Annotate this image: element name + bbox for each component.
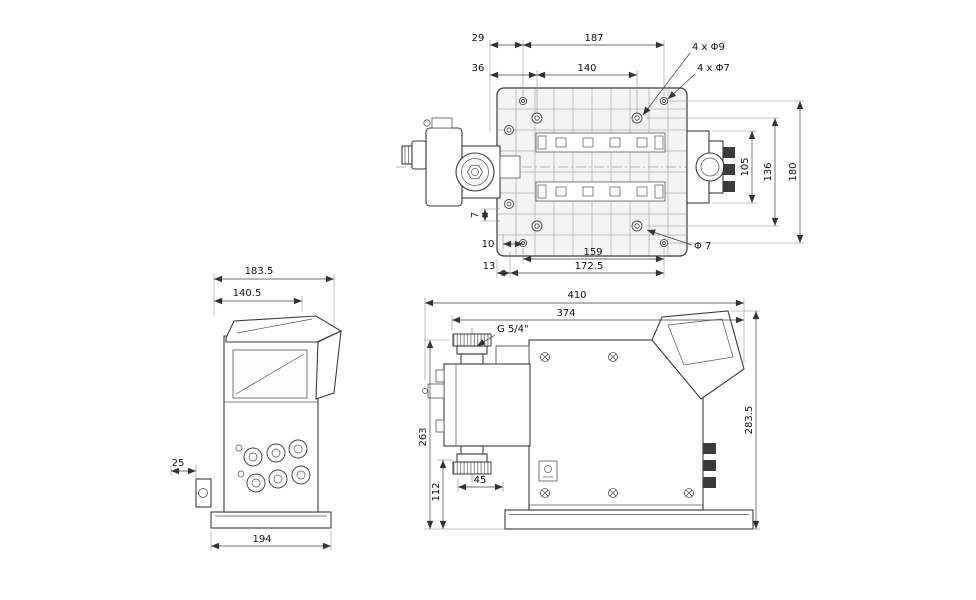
pump-top-view	[401, 117, 735, 209]
pump-head-side	[422, 328, 531, 482]
label-thread-g54: G 5/4"	[497, 324, 529, 335]
front-base	[210, 511, 332, 529]
wall-bracket	[195, 478, 212, 508]
side-base	[504, 509, 754, 530]
label-holes-dia7: 4 x Φ7	[697, 63, 730, 74]
upper-rail	[535, 132, 666, 153]
plate-holes	[518, 96, 669, 248]
dim-45: 45	[474, 475, 487, 486]
top-view: 29 187 36 140 4 x Φ9 4 x Φ7 105 136 180 …	[396, 33, 804, 278]
front-head-connections	[235, 439, 311, 493]
dim-187: 187	[584, 33, 603, 44]
lower-rail	[535, 181, 666, 202]
top-union-nut	[452, 333, 492, 347]
side-view: 410 374 G 5/4" 263 112 45 283.5	[418, 290, 760, 530]
terminal-connector	[723, 147, 735, 158]
end-cap	[695, 152, 725, 182]
side-connectors	[703, 443, 716, 488]
top-view-dimensions: 29 187 36 140 4 x Φ9 4 x Φ7 105 136 180 …	[470, 33, 804, 278]
bottom-union-nut	[452, 461, 492, 475]
dim-136: 136	[763, 162, 774, 181]
label-dia-7: Φ 7	[694, 241, 711, 252]
relief-valve-detail	[538, 460, 558, 482]
dim-112: 112	[431, 482, 442, 501]
dim-105: 105	[740, 157, 751, 176]
dim-10: 10	[482, 239, 495, 250]
dim-410: 410	[567, 290, 586, 301]
dim-283-5: 283.5	[744, 406, 755, 435]
head-valve	[427, 383, 445, 399]
dim-374: 374	[556, 308, 575, 319]
front-top-cap	[225, 315, 343, 343]
terminal-connector	[723, 164, 735, 175]
front-view-dimensions: 183.5 140.5 25 194	[170, 266, 335, 551]
dim-183-5: 183.5	[245, 266, 274, 277]
side-body	[528, 339, 704, 511]
dim-7: 7	[470, 212, 481, 218]
dim-140: 140	[577, 63, 596, 74]
dim-29: 29	[472, 33, 485, 44]
dim-180: 180	[788, 162, 799, 181]
dim-36: 36	[472, 63, 485, 74]
dim-13: 13	[483, 261, 496, 272]
dosing-head	[443, 363, 531, 447]
dim-263: 263	[418, 427, 429, 446]
label-holes-dia9: 4 x Φ9	[692, 42, 725, 53]
dim-194: 194	[252, 534, 271, 545]
dim-25: 25	[172, 458, 185, 469]
mounting-plate	[496, 87, 688, 257]
dim-140-5: 140.5	[233, 288, 262, 299]
housing-screws	[540, 352, 694, 498]
front-view: 183.5 140.5 25 194	[170, 266, 343, 551]
dim-172-5: 172.5	[575, 261, 604, 272]
cable-gland	[401, 145, 413, 165]
side-view-dimensions: 410 374 G 5/4" 263 112 45 283.5	[418, 290, 760, 530]
dim-159: 159	[583, 247, 602, 258]
terminal-connector	[723, 181, 735, 192]
front-display-side	[315, 330, 342, 400]
